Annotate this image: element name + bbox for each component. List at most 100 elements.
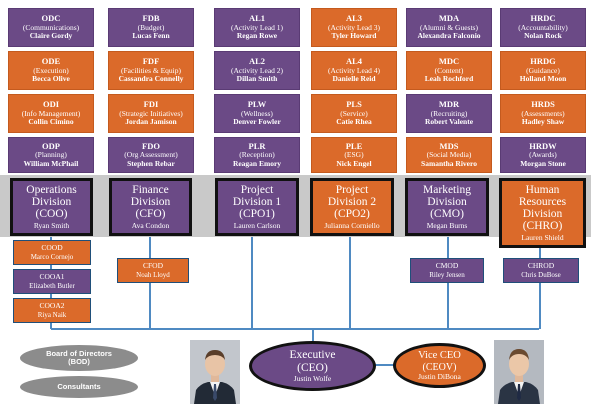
role-subtitle: (Reception) <box>239 150 275 160</box>
board-of-directors-pill[interactable]: Board of Directors (BOD) <box>20 345 138 371</box>
role-box-fdf[interactable]: FDF (Facilities & Equip) Cassandra Conne… <box>108 51 194 90</box>
role-box-odi[interactable]: ODI (Info Management) Collin Cimino <box>8 94 94 133</box>
role-subtitle: (ESG) <box>344 150 364 160</box>
role-name: Claire Gordy <box>29 31 73 41</box>
role-name: Alexandra Falconio <box>417 31 481 41</box>
role-box-fdb[interactable]: FDB (Budget) Lucas Fenn <box>108 8 194 47</box>
role-code: MDA <box>438 13 460 24</box>
role-name: Cassandra Connelly <box>118 74 184 84</box>
division-line3: (CPO1) <box>239 208 275 221</box>
board-line2: (BOD) <box>68 357 90 366</box>
division-head-name: Megan Burns <box>426 221 468 231</box>
division-line2: Division 1 <box>232 196 282 209</box>
deputy-box-cooa1[interactable]: COOA1 Elizabeth Butler <box>13 269 91 294</box>
role-name: Reagan Emory <box>232 158 282 168</box>
division-line2: Division 2 <box>327 196 377 209</box>
ceo-photo <box>190 340 240 404</box>
division-cmo[interactable]: Marketing Division (CMO) Megan Burns <box>405 178 489 236</box>
role-code: HRDC <box>530 13 556 24</box>
role-box-fdi[interactable]: FDI (Strategic Initiatives) Jordan Jamis… <box>108 94 194 133</box>
vice-title: Vice CEO <box>418 350 461 362</box>
role-box-hrdg[interactable]: HRDG (Guidance) Holland Moon <box>500 51 586 90</box>
role-box-al4[interactable]: AL4 (Activity Lead 4) Danielle Reid <box>311 51 397 90</box>
deputy-box-chrod[interactable]: CHROD Chris DuBose <box>503 258 579 283</box>
role-name: Danielle Reid <box>332 74 376 84</box>
role-code: FDI <box>143 99 159 110</box>
role-subtitle: (Alumni & Guests) <box>420 22 478 32</box>
role-code: FDB <box>142 13 160 24</box>
role-box-pls[interactable]: PLS (Service) Catie Rhea <box>311 94 397 133</box>
deputy-box-cooa2[interactable]: COOA2 Riya Naik <box>13 298 91 323</box>
deputy-code: CHROD <box>527 261 555 271</box>
division-line2: Division <box>31 196 72 209</box>
role-box-mds[interactable]: MDS (Social Media) Samantha Rivero <box>406 137 492 173</box>
role-name: Jordan Jamison <box>125 117 177 127</box>
role-name: Dillan Smith <box>236 74 278 84</box>
role-box-ple[interactable]: PLE (ESG) Nick Engel <box>311 137 397 173</box>
deputy-box-cood[interactable]: COOD Marco Cornejo <box>13 240 91 265</box>
role-name: Hadley Shaw <box>521 117 565 127</box>
role-box-hrds[interactable]: HRDS (Assessments) Hadley Shaw <box>500 94 586 133</box>
division-head-name: Ryan Smith <box>33 221 70 231</box>
division-line3: (CFO) <box>135 208 166 221</box>
deputy-code: COOA1 <box>39 272 65 282</box>
vice-ceo-photo <box>494 340 544 404</box>
deputy-code: COOD <box>41 243 63 253</box>
role-box-al2[interactable]: AL2 (Activity Lead 2) Dillan Smith <box>214 51 300 90</box>
connector-ceo <box>312 329 314 341</box>
role-code: HRDW <box>529 140 557 151</box>
division-line3: Division <box>522 208 563 221</box>
division-line1: Finance <box>132 183 169 196</box>
connector-cmo <box>447 237 449 329</box>
role-box-plr[interactable]: PLR (Reception) Reagan Emory <box>214 137 300 173</box>
deputy-box-cfod[interactable]: CFOD Noah Lloyd <box>117 258 189 283</box>
deputy-name: Elizabeth Butler <box>29 281 75 290</box>
role-name: Samantha Rivero <box>421 158 477 168</box>
consultants-pill[interactable]: Consultants <box>20 376 138 398</box>
role-subtitle: (Communications) <box>22 22 80 32</box>
executive-title: Executive <box>289 349 336 362</box>
role-box-odc[interactable]: ODC (Communications) Claire Gordy <box>8 8 94 47</box>
role-box-al1[interactable]: AL1 (Activity Lead 1) Regan Rowe <box>214 8 300 47</box>
role-subtitle: (Info Management) <box>21 108 81 118</box>
executive-code: (CEO) <box>297 361 328 374</box>
role-code: PLS <box>346 99 362 110</box>
role-box-mdc[interactable]: MDC (Content) Leah Rochford <box>406 51 492 90</box>
division-cpo2[interactable]: Project Division 2 (CPO2) Julianna Corni… <box>310 178 394 236</box>
role-code: ODI <box>42 99 60 110</box>
board-line1: Board of Directors <box>46 348 112 358</box>
role-code: HRDG <box>530 56 556 67</box>
role-box-odp[interactable]: ODP (Planning) William McPhail <box>8 137 94 173</box>
division-line3: (CPO2) <box>334 208 370 221</box>
role-name: Holland Moon <box>519 74 567 84</box>
role-name: Collin Cimino <box>28 117 74 127</box>
role-box-hrdw[interactable]: HRDW (Awards) Morgan Stone <box>500 137 586 173</box>
role-box-mdr[interactable]: MDR (Recruiting) Robert Valente <box>406 94 492 133</box>
deputy-box-cmod[interactable]: CMOD Riley Jensen <box>410 258 484 283</box>
role-code: ODE <box>41 56 61 67</box>
vice-ceo-oval[interactable]: Vice CEO (CEOV) Justin DiBona <box>393 343 486 388</box>
role-code: MDS <box>439 140 459 151</box>
connector-ceo-ceov <box>375 364 395 366</box>
division-coo[interactable]: Operations Division (COO) Ryan Smith <box>10 178 93 236</box>
role-box-al3[interactable]: AL3 (Activity Lead 3) Tyler Howard <box>311 8 397 47</box>
role-box-hrdc[interactable]: HRDC (Accountability) Nolan Rock <box>500 8 586 47</box>
role-box-plw[interactable]: PLW (Wellness) Denver Fowler <box>214 94 300 133</box>
role-box-ode[interactable]: ODE (Execution) Becca Olive <box>8 51 94 90</box>
role-code: PLW <box>247 99 267 110</box>
connector-chro <box>539 237 541 329</box>
role-code: FDF <box>142 56 160 67</box>
division-cpo1[interactable]: Project Division 1 (CPO1) Lauren Carlson <box>215 178 299 236</box>
executive-ceo-oval[interactable]: Executive (CEO) Justin Wolfe <box>249 341 376 391</box>
division-line1: Project <box>335 183 369 196</box>
division-chro[interactable]: Human Resources Division (CHRO) Lauren S… <box>499 178 586 248</box>
role-box-mda[interactable]: MDA (Alumni & Guests) Alexandra Falconio <box>406 8 492 47</box>
consultants-label: Consultants <box>57 381 101 391</box>
role-box-fdo[interactable]: FDO (Org Assessment) Stephen Rebar <box>108 137 194 173</box>
role-subtitle: (Activity Lead 2) <box>230 65 284 75</box>
division-head-name: Lauren Carlson <box>233 221 281 231</box>
deputy-name: Chris DuBose <box>521 270 561 279</box>
role-name: Regan Rowe <box>236 31 278 41</box>
role-name: William McPhail <box>23 158 79 168</box>
division-cfo[interactable]: Finance Division (CFO) Ava Condon <box>109 178 192 236</box>
